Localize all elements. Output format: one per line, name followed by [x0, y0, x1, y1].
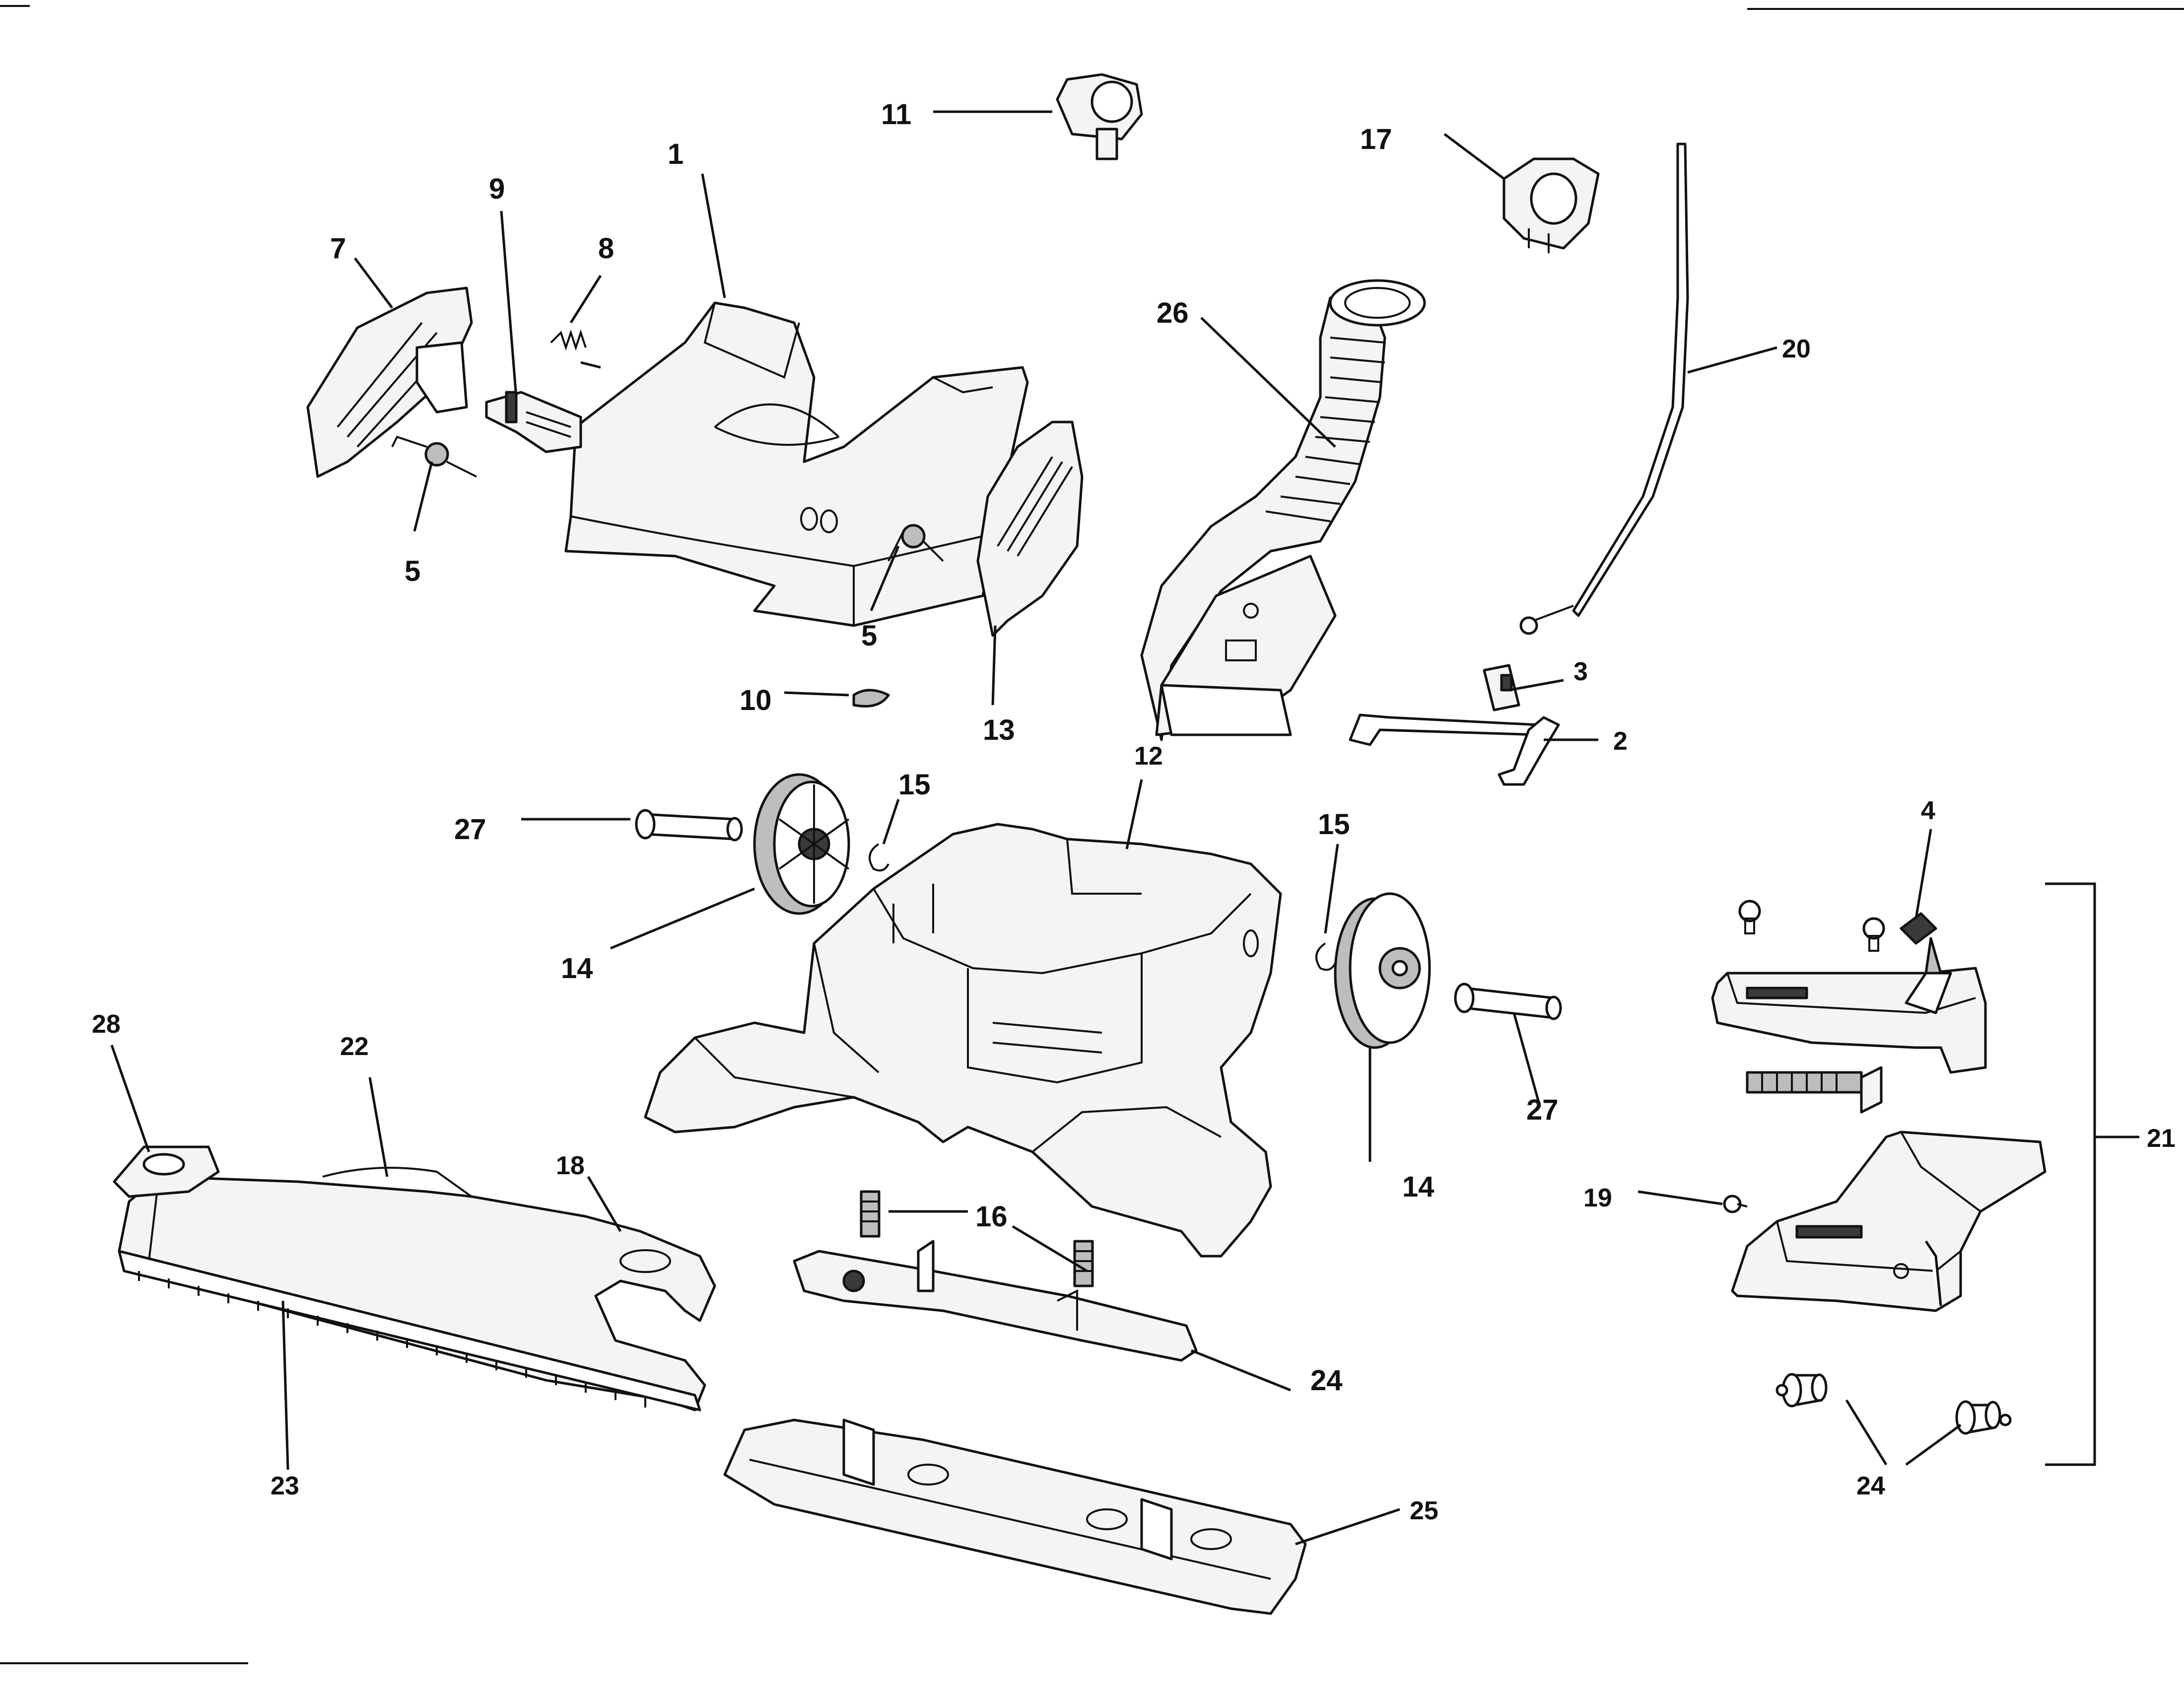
label-17: 17 [1360, 123, 1392, 155]
label-13: 13 [983, 714, 1015, 746]
label-19: 19 [1583, 1184, 1612, 1212]
part-3-clip [1483, 664, 1520, 711]
label-22: 22 [340, 1032, 369, 1061]
label-18: 18 [556, 1151, 585, 1180]
part-27-axle-left [635, 809, 743, 842]
label-10: 10 [740, 684, 772, 716]
part-7-left-side-cover [306, 286, 473, 478]
part-26-hose [1140, 279, 1426, 741]
part-20-rod [1519, 142, 1689, 635]
part-24-plate [793, 1240, 1198, 1362]
label-16: 16 [975, 1201, 1008, 1233]
part-2-lever [1349, 713, 1560, 786]
part-1-upper-housing [564, 301, 1029, 627]
label-3: 3 [1573, 657, 1588, 686]
label-9: 9 [489, 173, 505, 205]
leader-lines [110, 110, 2139, 1546]
label-5-left: 5 [405, 555, 420, 587]
part-28-clip [113, 1145, 220, 1198]
label-7: 7 [330, 232, 346, 265]
label-11: 11 [881, 98, 911, 131]
part-23-brush-strip [118, 1250, 701, 1412]
label-4: 4 [1921, 796, 1935, 825]
label-27-right: 27 [1526, 1094, 1559, 1126]
part-12-base [644, 823, 1282, 1258]
label-28: 28 [92, 1010, 121, 1039]
label-21: 21 [2147, 1124, 2176, 1153]
part-9-latch [485, 391, 582, 453]
label-12: 12 [1134, 742, 1163, 771]
part-16-spring-left [860, 1190, 881, 1238]
part-15-ring-right [1315, 942, 1336, 971]
label-20: 20 [1782, 335, 1811, 363]
label-23: 23 [271, 1472, 299, 1500]
label-15-right: 15 [1318, 808, 1350, 841]
part-8-spring [550, 329, 587, 351]
label-14-right: 14 [1402, 1171, 1434, 1203]
label-1: 1 [668, 138, 683, 170]
part-27-axle-right [1454, 983, 1562, 1020]
label-5-right: 5 [861, 620, 877, 652]
part-5-spring-left [391, 435, 477, 478]
part-10-clip [852, 689, 890, 708]
part-5-spring-right [887, 524, 944, 562]
part-17-clip [1502, 157, 1600, 253]
part-14-wheel-right [1334, 892, 1431, 1049]
label-24-rollers: 24 [1856, 1472, 1885, 1500]
label-14-left: 14 [561, 952, 593, 985]
part-number-labels: 1 2 3 4 5 5 7 8 9 10 11 12 13 14 14 15 1… [92, 98, 2176, 1525]
label-24-center: 24 [1310, 1364, 1343, 1397]
assembly-21-bracket [2045, 882, 2096, 1466]
part-16-spring-right [1073, 1240, 1094, 1287]
part-13-right-side-cover [976, 421, 1084, 637]
part-25-bottom-plate [723, 1418, 1307, 1615]
part-22-nozzle-cover [118, 1167, 716, 1412]
label-8: 8 [598, 232, 614, 265]
part-11-clip [1056, 73, 1143, 160]
part-14-wheel-left [753, 773, 850, 915]
label-2: 2 [1613, 727, 1628, 756]
label-26: 26 [1157, 297, 1189, 329]
label-27-left: 27 [454, 813, 486, 846]
part-21-pedal-assembly [1711, 900, 2047, 1435]
label-15-left: 15 [898, 769, 931, 801]
part-15-ring-left [869, 843, 889, 872]
label-25: 25 [1410, 1496, 1438, 1525]
